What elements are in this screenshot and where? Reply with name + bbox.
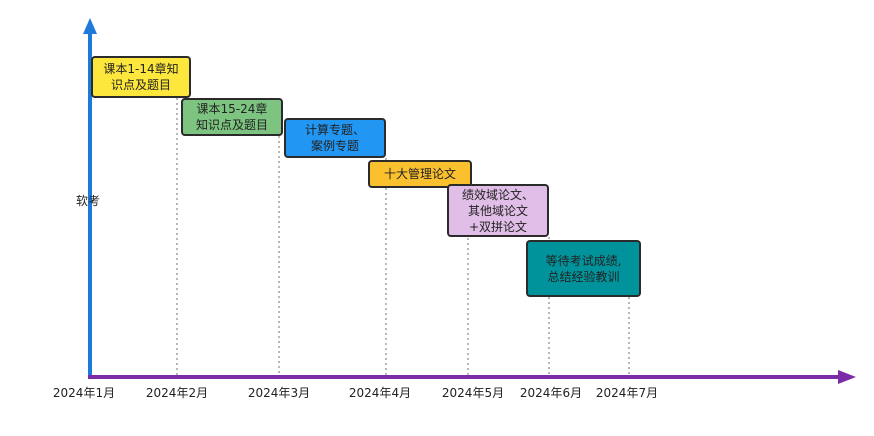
x-axis-tick-label: 2024年3月 xyxy=(247,386,311,400)
task-box: 十大管理论文 xyxy=(368,160,472,188)
x-axis-tick-label: 2024年6月 xyxy=(519,386,583,400)
x-axis-tick-label: 2024年7月 xyxy=(595,386,659,400)
task-box: 绩效域论文、 其他域论文 +双拼论文 xyxy=(447,184,549,237)
x-axis-tick-label: 2024年5月 xyxy=(441,386,505,400)
task-box: 课本15-24章 知识点及题目 xyxy=(181,98,283,136)
x-axis-arrowhead xyxy=(838,370,856,384)
x-axis-tick-label: 2024年1月 xyxy=(52,386,116,400)
y-axis-label: 软考 xyxy=(76,194,101,208)
task-box: 等待考试成绩, 总结经验教训 xyxy=(526,240,641,297)
task-box: 计算专题、 案例专题 xyxy=(284,118,386,158)
guide-lines xyxy=(176,98,630,375)
x-axis-tick-label: 2024年4月 xyxy=(348,386,412,400)
y-axis-arrowhead xyxy=(83,18,97,34)
x-axis-tick-label: 2024年2月 xyxy=(145,386,209,400)
task-box: 课本1-14章知 识点及题目 xyxy=(91,56,191,98)
